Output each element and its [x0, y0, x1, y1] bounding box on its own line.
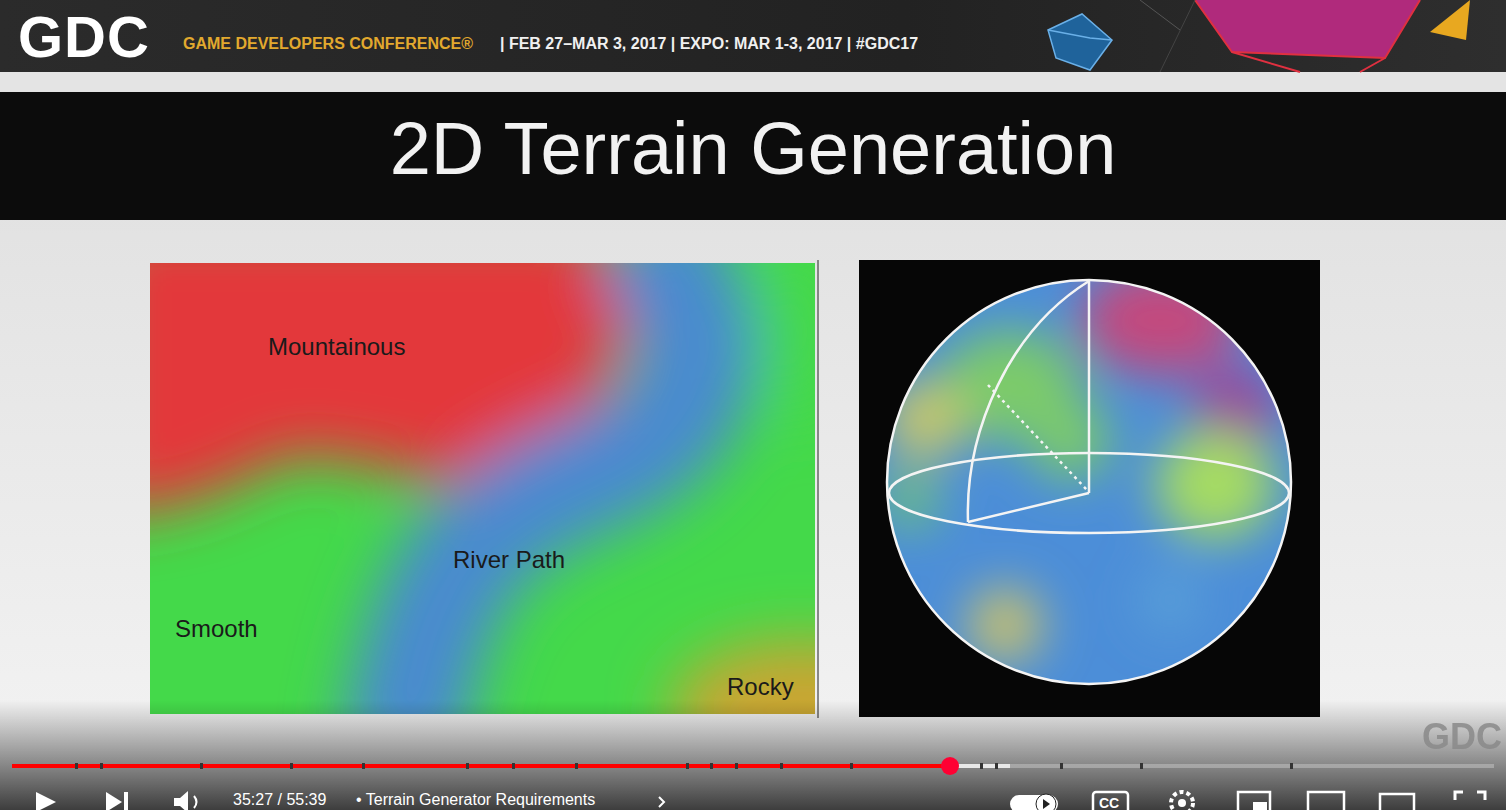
region-label: Rocky	[727, 673, 794, 701]
watermark: GDC	[1422, 716, 1502, 757]
region-label: Mountainous	[268, 333, 405, 361]
video-time: 35:27 / 55:39	[233, 791, 326, 809]
conference-logo: GDC	[18, 4, 150, 71]
chapter-title: • Terrain Generator Requirements	[356, 791, 595, 809]
region-label: Smooth	[175, 615, 258, 643]
conference-name: GAME DEVELOPERS CONFERENCE®	[183, 35, 473, 53]
region-label: River Path	[453, 546, 565, 574]
slide-title: 2D Terrain Generation	[0, 106, 1506, 191]
captions-button: CC	[1099, 795, 1119, 810]
conference-dates: | FEB 27–MAR 3, 2017 | EXPO: MAR 1-3, 20…	[500, 35, 918, 53]
